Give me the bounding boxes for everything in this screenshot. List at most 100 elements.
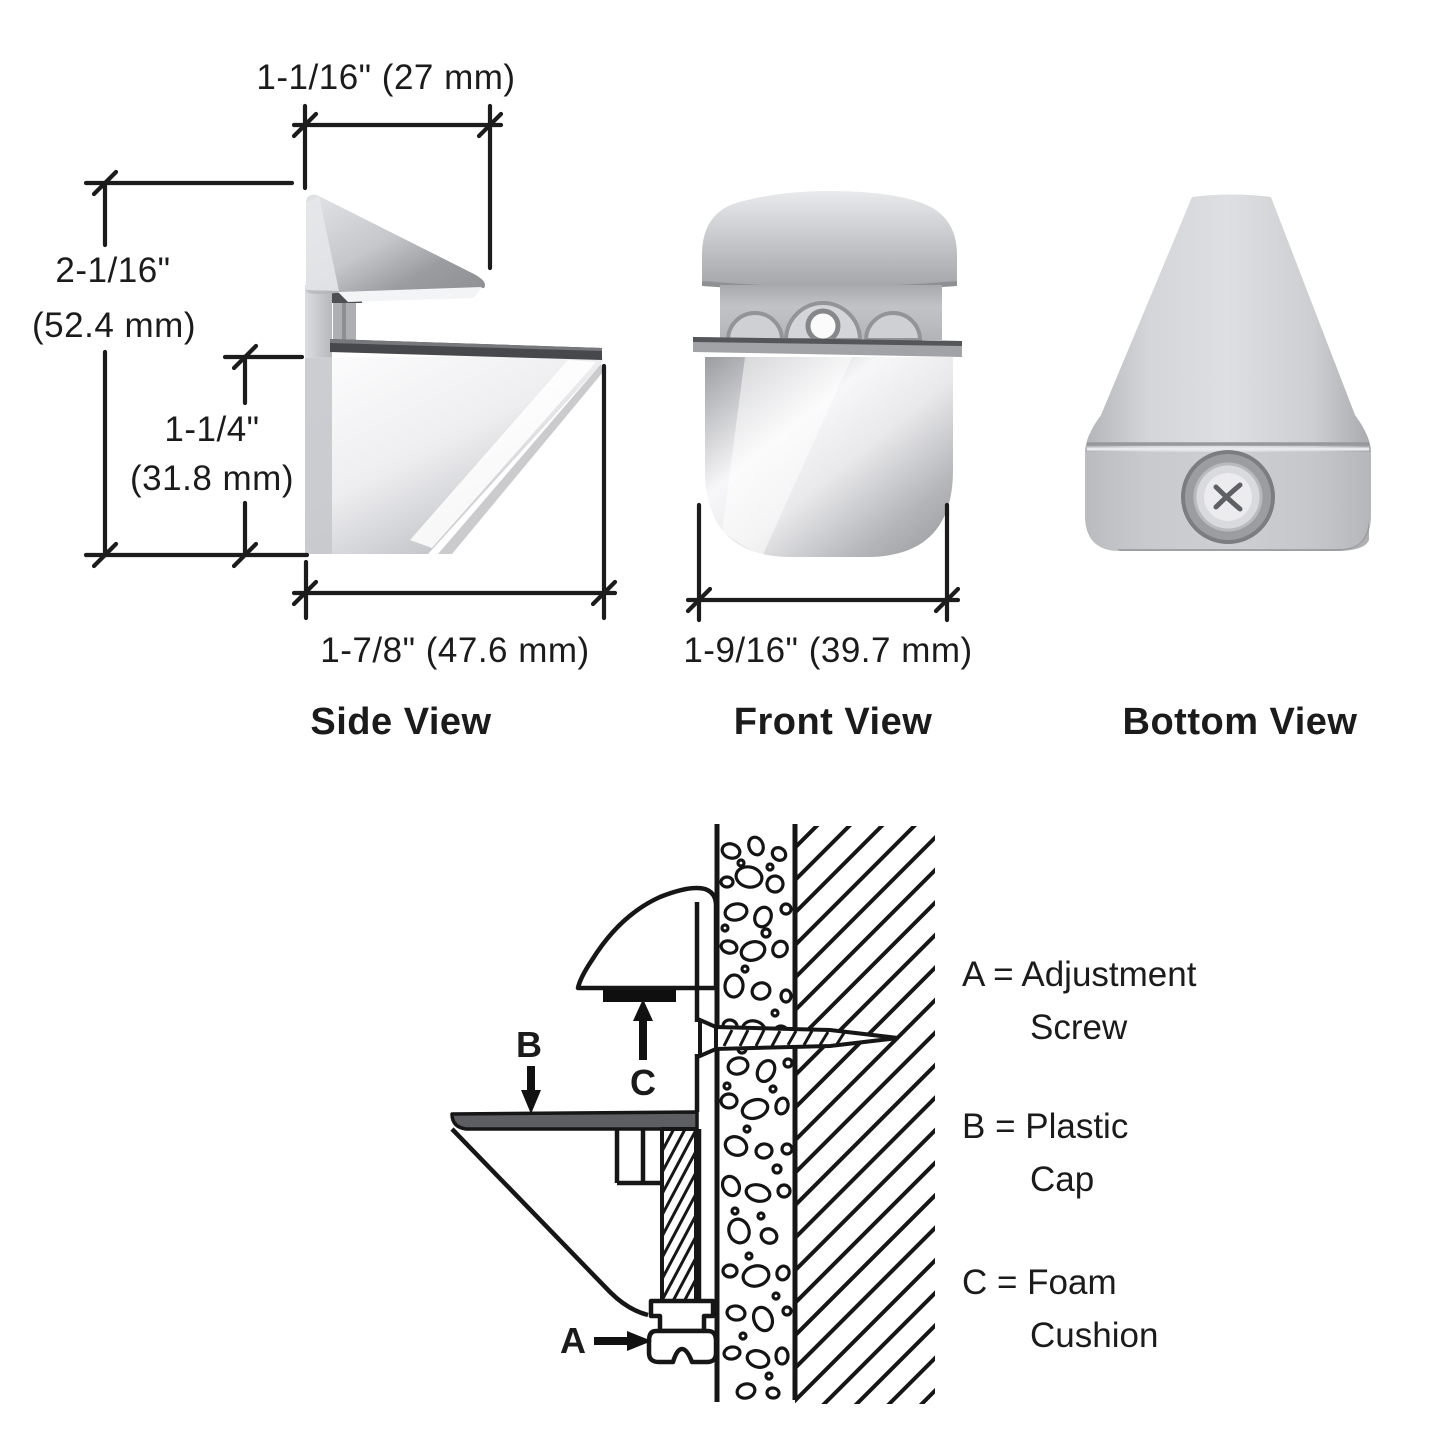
phillips-screw-icon [1213,482,1243,512]
plaster-stone [720,1174,742,1198]
side-view-wedge-underside [338,287,482,302]
bottom-view-title: Bottom View [1122,701,1358,743]
plaster-stone [720,842,742,860]
plaster-stone [723,1135,749,1157]
front-view-title: Front View [733,701,933,743]
section-shelf-plate [450,1110,699,1131]
wall-cross-section [450,824,935,1404]
plaster-stone [750,981,772,1001]
plaster-stone [730,1206,740,1216]
plaster-stone [735,1382,757,1400]
plaster-stone [768,1084,778,1094]
plaster-stone [755,1058,777,1084]
wall-hatching [795,826,935,1404]
plaster-stone [775,1264,791,1282]
plaster-stone [744,1251,754,1261]
front-view-arch-left [725,311,785,342]
plaster-stone [734,865,764,889]
section-screw-collar [648,1298,716,1334]
section-plastic-cap [575,885,719,991]
dim-overall-height-mm-label: (52.4 mm) [32,306,196,345]
side-view-top-wedge [306,194,486,294]
dim-top-width-label: 1-1/16" (27 mm) [256,58,516,97]
plaster-stone [719,875,735,889]
callout-b: B [516,1024,542,1065]
plaster-stone [782,1057,794,1069]
legend-line: C = Foam [962,1263,1117,1302]
plaster-stone [736,858,746,868]
plaster-stone [771,1291,781,1301]
plaster-stone [764,1371,774,1381]
legend-line: A = Adjustment [962,955,1197,994]
plaster-stone [781,1305,793,1317]
plaster-stone [753,905,773,929]
plaster-stone [771,939,789,959]
plaster-stone [722,1081,732,1091]
front-view-cap [702,191,957,289]
plaster-stones [719,835,794,1400]
plaster-stone [742,1124,752,1134]
plaster-stone [723,902,749,922]
plaster-stone [723,973,745,999]
plaster-stone [722,1345,742,1361]
plaster-stone [770,1008,780,1018]
bracket-section [450,885,719,1365]
plaster-stone [740,1097,770,1121]
section-adjustment-screw-head [646,1328,719,1365]
side-view-title: Side View [310,701,492,743]
arrow-c-head-icon [633,999,653,1021]
dim-front-width-label: 1-9/16" (39.7 mm) [683,631,973,670]
plaster-stone [738,1331,748,1341]
arrow-b-head-icon [521,1090,541,1114]
front-view-drawing [693,191,962,557]
dim-overall-height-label: 2-1/16" [55,251,171,290]
plaster-stone [740,964,750,974]
dim-lower-height-label: 1-1/4" [164,410,260,449]
plaster-stone [726,1056,750,1076]
plaster-stone [754,1142,774,1160]
plaster-stone [744,1183,772,1203]
side-view-post [305,285,332,360]
plaster-stone [774,1096,790,1116]
plaster-stone [765,874,785,894]
plaster-stone [751,1305,775,1333]
plaster-stone [779,902,793,916]
callout-c: C [630,1062,656,1103]
plaster-stone [774,1346,790,1366]
section-foam-cushion [603,990,676,1002]
plaster-stone [741,1264,771,1288]
callout-arrows [521,999,653,1351]
front-view-arch-right [863,311,923,342]
plaster-stone [756,1211,766,1221]
legend-item-adjustment-screw: A = Adjustment Screw [962,948,1196,1054]
plaster-stone [779,988,793,1004]
plaster-stone [720,923,730,933]
front-view-hole [805,308,841,344]
dimension-lines [83,103,961,623]
legend-line: Cushion [1030,1316,1159,1355]
plaster-stone [776,1183,792,1199]
section-threaded-rod [660,1127,698,1303]
plaster-stone [745,1349,771,1369]
wall-anchor-screw [698,1016,899,1060]
plaster-stone [759,1227,779,1245]
plaster-stone [719,939,739,955]
bottom-view-drawing [1085,194,1371,551]
plaster-stone [727,1217,751,1245]
arrow-a-head-icon [627,1331,652,1351]
legend-item-plastic-cap: B = Plastic Cap [962,1100,1128,1206]
legend-line: B = Plastic [962,1107,1129,1146]
plaster-stone [747,835,765,857]
plaster-stone [771,1163,783,1175]
legend-line: Screw [1030,1008,1128,1047]
section-wedge-edge [450,1127,649,1318]
plaster-stone [725,1304,747,1322]
legend-item-foam-cushion: C = Foam Cushion [962,1256,1158,1362]
plaster-stone [770,846,788,862]
callout-a: A [560,1320,586,1361]
plaster-stone [760,927,772,939]
legend-line: Cap [1030,1160,1095,1199]
dim-lower-height-mm-label: (31.8 mm) [130,459,294,498]
